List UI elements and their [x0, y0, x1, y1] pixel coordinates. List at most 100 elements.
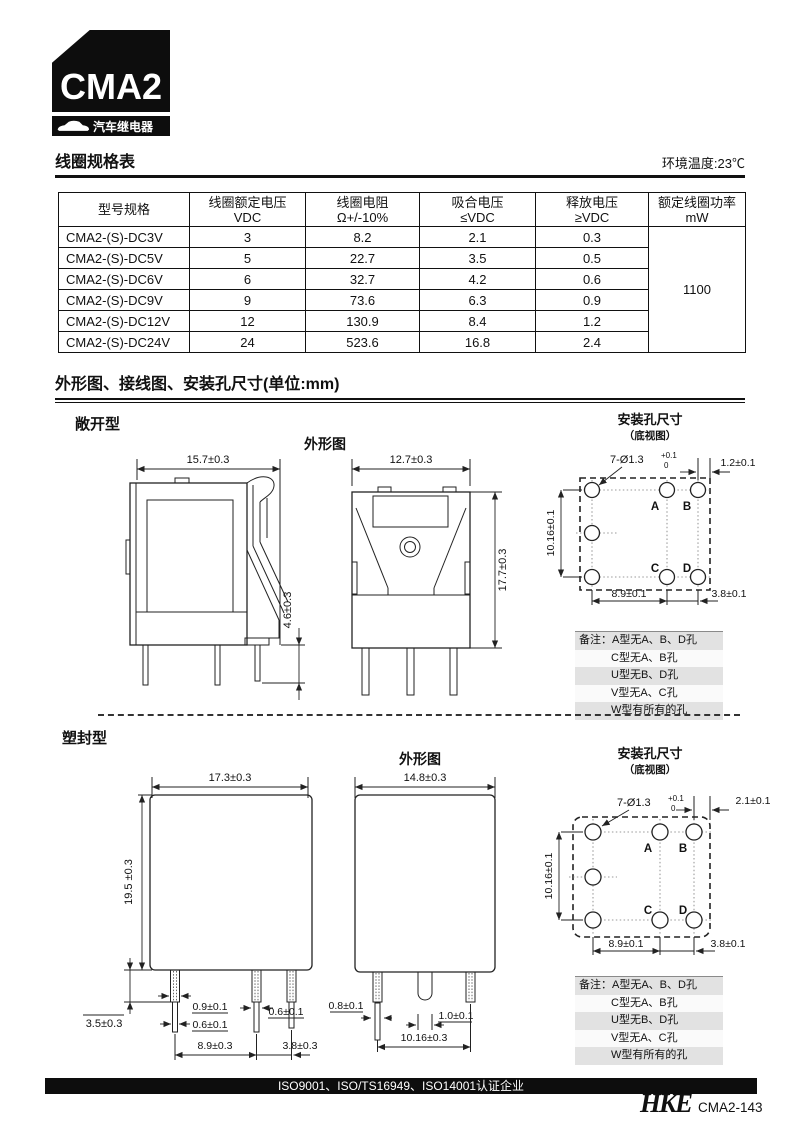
dim-width: 12.7±0.3	[390, 454, 433, 466]
dim-height: 17.7±0.3	[497, 549, 509, 592]
sealed-body	[354, 794, 496, 973]
logo-tagline-bar: 汽车继电器	[52, 116, 170, 136]
sealed-type-mounting-diagram: 安装孔尺寸 （底视图） 7-Ø1.3 +0.1 0 A B C D 2.1±0.…	[543, 746, 771, 955]
hole-label-a: A	[651, 501, 659, 513]
hole-label-b: B	[679, 843, 687, 855]
dim-span2: 3.8±0.3	[283, 1040, 318, 1052]
sealed-body	[149, 794, 313, 971]
dim-pin-length: 3.5±0.3	[86, 1018, 123, 1030]
model-name: CMA2	[59, 66, 162, 107]
pins	[170, 969, 297, 1033]
hole-spec: 7-Ø1.3	[617, 797, 651, 809]
open-type-label: 敞开型	[75, 416, 121, 433]
dim-pin-w2: 0.6±0.1	[193, 1019, 228, 1031]
table-row: CMA2-(S)-DC9V 9 73.6 6.3 0.9	[58, 289, 746, 311]
note-line: U型无B、D孔	[575, 667, 723, 685]
open-type-notes: 备注：A型无A、B、D孔 C型无A、B孔 U型无B、D孔 V型无A、C孔 W型有…	[575, 631, 723, 720]
dim-span1: 8.9±0.1	[612, 588, 647, 600]
relay-side-body	[125, 476, 289, 686]
relay-front-body	[351, 486, 471, 696]
mount-subtitle: （底视图）	[624, 429, 677, 442]
dim-span2: 3.8±0.1	[711, 938, 746, 950]
dim-height: 19.5 ±0.3	[123, 859, 135, 905]
section1-title: 线圈规格表	[55, 154, 136, 171]
note-line: C型无A、B孔	[575, 994, 723, 1012]
dim-span1: 8.9±0.3	[198, 1040, 233, 1052]
hole-label-d: D	[683, 563, 691, 575]
dim-right-offset: 1.2±0.1	[721, 457, 756, 469]
model-logo: CMA2	[52, 30, 170, 112]
section-divider	[98, 714, 740, 716]
ambient-temperature: 环境温度:23℃	[661, 156, 745, 171]
dim-pin-w1: 0.8±0.1	[329, 1000, 364, 1012]
dim-right-offset: 2.1±0.1	[736, 795, 771, 807]
rated-power-cell: 1100	[648, 226, 746, 353]
table-row: CMA2-(S)-DC5V 5 22.7 3.5 0.5	[58, 247, 746, 269]
coil-spec-heading-row: 线圈规格表 环境温度:23℃	[55, 148, 745, 178]
hole-label-a: A	[644, 843, 652, 855]
double-rule	[55, 400, 745, 403]
hole-tol-sub: 0	[664, 461, 669, 470]
mounting-holes	[583, 481, 707, 586]
open-type-front-view-drawing: 12.7±0.3 17.7±0.3	[351, 454, 509, 696]
sealed-type-label: 塑封型	[62, 730, 108, 747]
dim-left-span: 10.16±0.1	[543, 853, 555, 900]
tagline: 汽车继电器	[93, 119, 154, 134]
note-line: W型有所有的孔	[575, 1047, 723, 1065]
footer-brand: HKE CMA2-143	[640, 1090, 763, 1117]
hole-tol-sup: +0.1	[668, 794, 684, 803]
dim-width: 14.8±0.3	[404, 772, 447, 784]
open-outline-label: 外形图	[304, 436, 346, 452]
hole-tol-sup: +0.1	[661, 451, 677, 460]
dim-width: 15.7±0.3	[187, 454, 230, 466]
mount-title: 安装孔尺寸	[617, 746, 682, 761]
mount-subtitle: （底视图）	[624, 763, 677, 776]
table-row: CMA2-(S)-DC3V 3 8.2 2.1 0.3 1100	[58, 226, 746, 353]
dim-span1: 8.9±0.1	[609, 938, 644, 950]
note-line: 备注：A型无A、B、D孔	[575, 977, 723, 995]
hole-label-c: C	[644, 905, 652, 917]
note-line: 备注：A型无A、B、D孔	[575, 632, 723, 650]
open-type-side-view-drawing: 15.7±0.3 4.6±0.3	[125, 454, 305, 700]
mounting-holes	[584, 823, 703, 929]
col-header-pickup-voltage: 吸合电压≤VDC	[419, 192, 536, 227]
sealed-type-front-view-drawing: 14.8±0.3 0.8±0.1 1.0±0.1 10.16±0.3	[329, 772, 496, 1052]
dim-width: 17.3±0.3	[209, 772, 252, 784]
brand-logo: CMA2 汽车继电器	[52, 30, 170, 136]
table-row: CMA2-(S)-DC24V 24 523.6 16.8 2.4	[58, 331, 746, 353]
sealed-type-notes: 备注：A型无A、B、D孔 C型无A、B孔 U型无B、D孔 V型无A、C孔 W型有…	[575, 976, 723, 1065]
hke-logo: HKE	[640, 1088, 693, 1118]
table-row: CMA2-(S)-DC12V 12 130.9 8.4 1.2	[58, 310, 746, 332]
dim-pin-w1: 0.9±0.1	[193, 1001, 228, 1013]
dim-span: 10.16±0.3	[401, 1032, 448, 1044]
table-row: CMA2-(S)-DC6V 6 32.7 4.2 0.6	[58, 268, 746, 290]
page-code: CMA2-143	[698, 1100, 763, 1115]
hole-label-b: B	[683, 501, 691, 513]
mount-title: 安装孔尺寸	[617, 412, 682, 427]
col-header-model: 型号规格	[58, 192, 190, 227]
dim-left-span: 10.16±0.1	[545, 510, 557, 557]
dim-pin-w3: 0.6±0.1	[269, 1006, 304, 1018]
hole-label-c: C	[651, 563, 659, 575]
sealed-type-side-view-drawing: 17.3±0.3 19.5 ±0.3 3.5±0.3	[83, 772, 318, 1060]
iso-certification-bar: ISO9001、ISO/TS16949、ISO14001认证企业	[45, 1078, 757, 1094]
dimensions-heading: 外形图、接线图、安装孔尺寸(单位:mm)	[55, 370, 745, 403]
note-line: U型无B、D孔	[575, 1012, 723, 1030]
hole-label-d: D	[679, 905, 687, 917]
dim-span2: 3.8±0.1	[712, 588, 747, 600]
note-line: V型无A、C孔	[575, 1029, 723, 1047]
dim-pin-length: 4.6±0.3	[282, 592, 294, 629]
open-type-mounting-diagram: 安装孔尺寸 （底视图） 7-Ø1.3 +0.1 0 A B C D 1.2±0.…	[545, 412, 756, 605]
note-line: V型无A、C孔	[575, 684, 723, 702]
hole-spec: 7-Ø1.3	[610, 454, 644, 466]
dim-pin-w2: 1.0±0.1	[439, 1010, 474, 1022]
section2-title: 外形图、接线图、安装孔尺寸(单位:mm)	[55, 370, 745, 400]
col-header-dropout-voltage: 释放电压≥VDC	[535, 192, 649, 227]
pins	[372, 971, 476, 1041]
sealed-outline-label: 外形图	[399, 751, 441, 767]
